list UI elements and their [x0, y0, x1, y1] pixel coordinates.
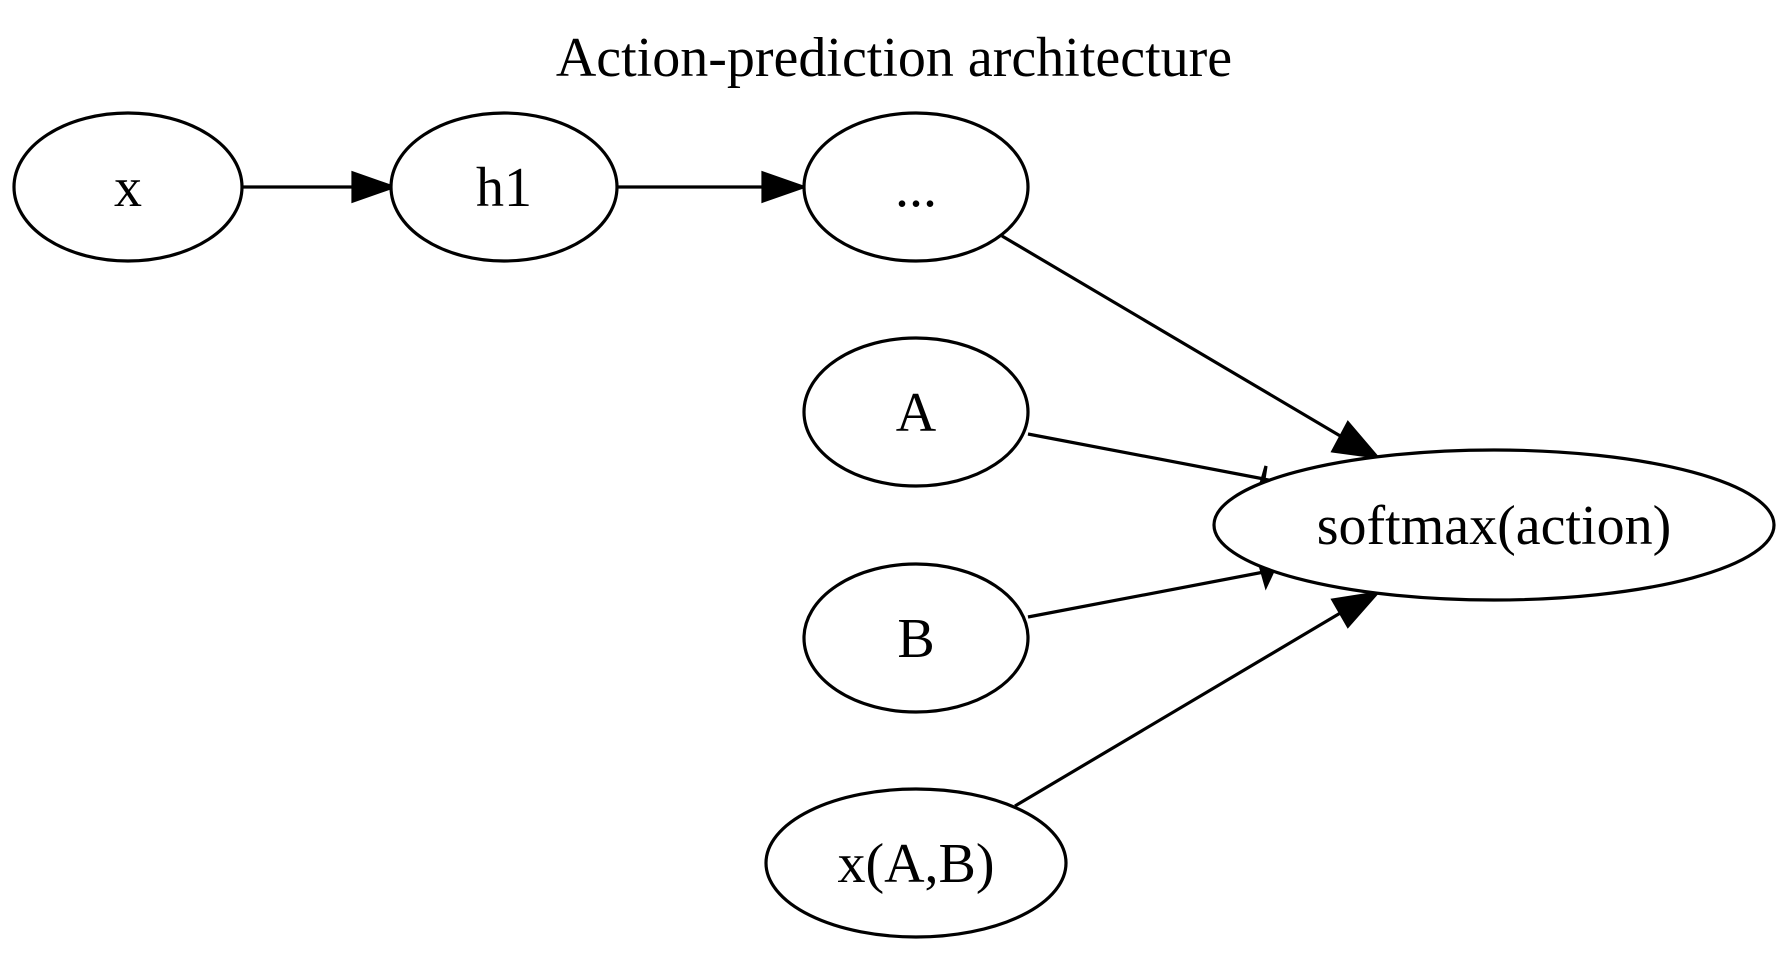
- node-a: A: [802, 336, 1030, 488]
- node-h1-label: h1: [476, 157, 532, 219]
- node-softmax-label: softmax(action): [1317, 495, 1672, 557]
- edges: [242, 170, 1382, 808]
- diagram-title: Action-prediction architecture: [556, 27, 1232, 89]
- node-xab: x(A,B): [764, 787, 1068, 939]
- node-b-label: B: [897, 608, 934, 670]
- node-ellipsis-label: ...: [895, 157, 937, 219]
- node-ellipsis: ...: [802, 111, 1030, 263]
- edge-h1-to-ellipsis: [617, 170, 808, 204]
- edge-ellipsis-to-softmax: [1001, 234, 1381, 460]
- edge-a-to-softmax: [1027, 432, 1277, 499]
- edge-b-to-softmax: [1027, 553, 1275, 619]
- node-x-label: x: [114, 157, 142, 219]
- edge-x-to-h1: [242, 170, 398, 204]
- node-xab-label: x(A,B): [837, 833, 994, 895]
- node-a-label: A: [896, 382, 937, 444]
- node-b: B: [802, 562, 1030, 714]
- node-h1: h1: [389, 111, 619, 263]
- edge-xab-to-softmax: [1014, 590, 1382, 808]
- node-x: x: [12, 111, 244, 263]
- node-softmax: softmax(action): [1212, 448, 1776, 602]
